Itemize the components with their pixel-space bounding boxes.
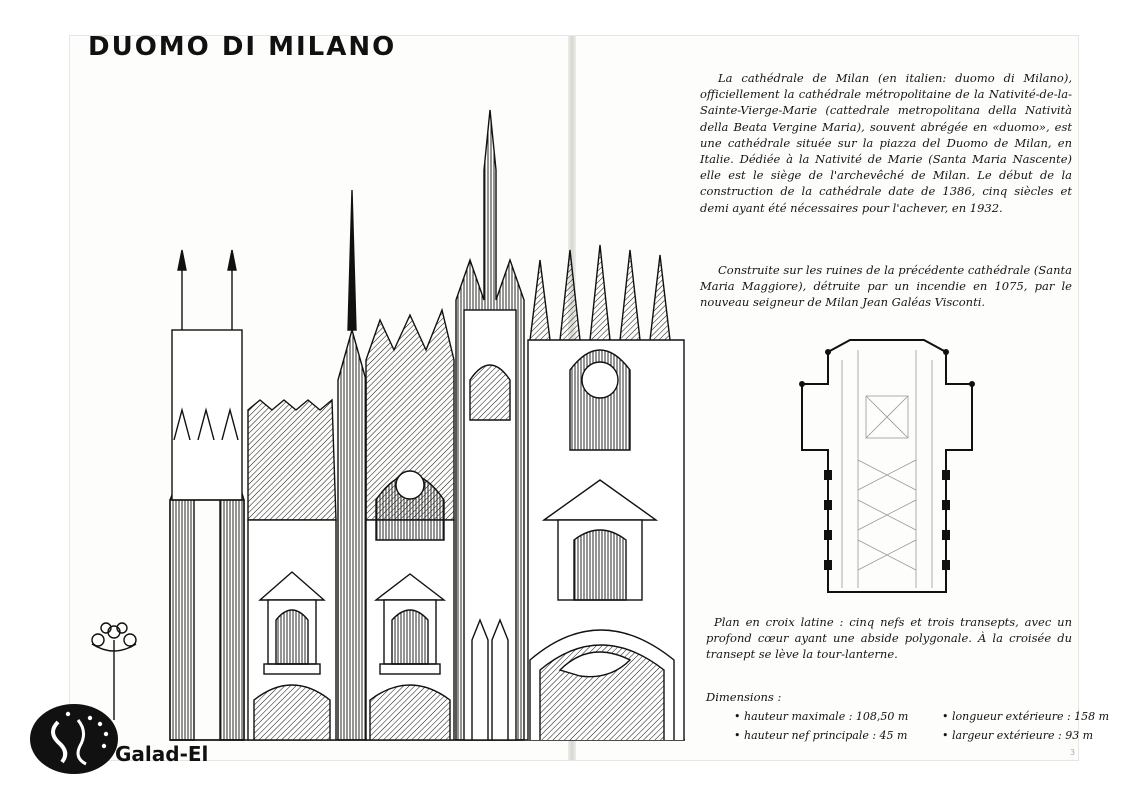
galad-el-logo-icon xyxy=(30,704,118,774)
page-title: DUOMO DI MILANO xyxy=(88,32,397,62)
dimension-item: • hauteur nef principale : 45 m xyxy=(734,729,908,742)
intro-paragraph: La cathédrale de Milan (en italien: duom… xyxy=(700,71,1072,215)
cathedral-floor-plan xyxy=(799,339,975,593)
plan-caption: Plan en croix latine : cinq nefs et troi… xyxy=(706,615,1072,662)
dimension-item: • hauteur maximale : 108,50 m xyxy=(734,710,909,723)
dimension-item: • longueur extérieure : 158 m xyxy=(942,710,1110,723)
dimensions-title: Dimensions : xyxy=(706,690,782,704)
duomo-facade-drawing xyxy=(91,109,685,741)
dimension-item: • largeur extérieure : 93 m xyxy=(942,729,1094,742)
page-number: 3 xyxy=(1070,748,1076,757)
street-lamp-drawing xyxy=(91,622,137,720)
history-paragraph: Construite sur les ruines de la précéden… xyxy=(700,263,1072,310)
brand-name: Galad-El xyxy=(115,742,209,766)
